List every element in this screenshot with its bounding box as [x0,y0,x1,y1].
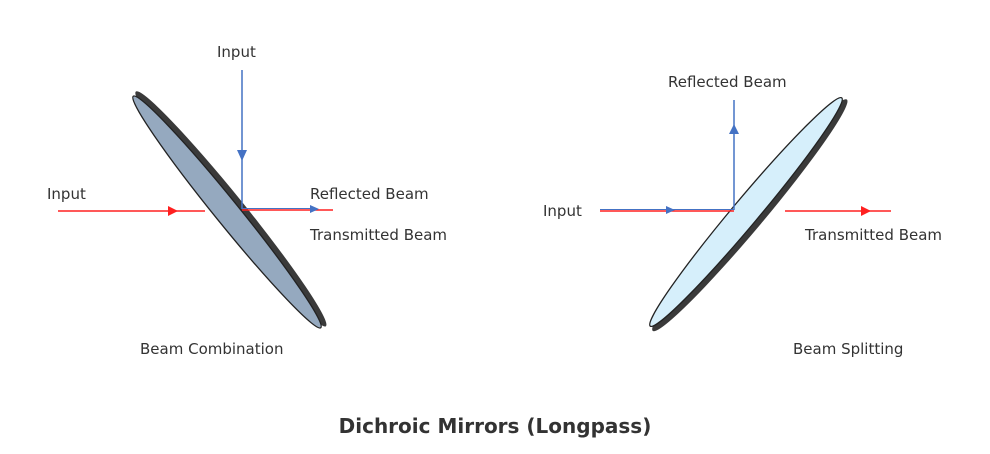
arrow-icon [168,206,178,216]
right-mirror [649,96,848,332]
figure-title: Dichroic Mirrors (Longpass) [338,414,652,438]
left-mirror [132,91,327,329]
right-caption: Beam Splitting [793,340,904,358]
arrow-icon [237,150,247,161]
arrow-icon [861,206,871,216]
left-transmitted-label: Transmitted Beam [310,226,448,244]
left-input-top-label: Input [217,43,256,61]
arrow-icon [666,206,675,214]
left-reflected-label: Reflected Beam [310,185,429,203]
right-transmitted-label: Transmitted Beam [805,226,943,244]
left-input-side-label: Input [47,185,86,203]
right-input-label: Input [543,202,582,220]
left-beams [58,70,333,216]
arrow-icon [310,205,319,213]
left-caption: Beam Combination [140,340,284,358]
arrow-icon [729,124,739,134]
right-reflected-label: Reflected Beam [668,73,787,91]
right-beams [600,100,891,216]
